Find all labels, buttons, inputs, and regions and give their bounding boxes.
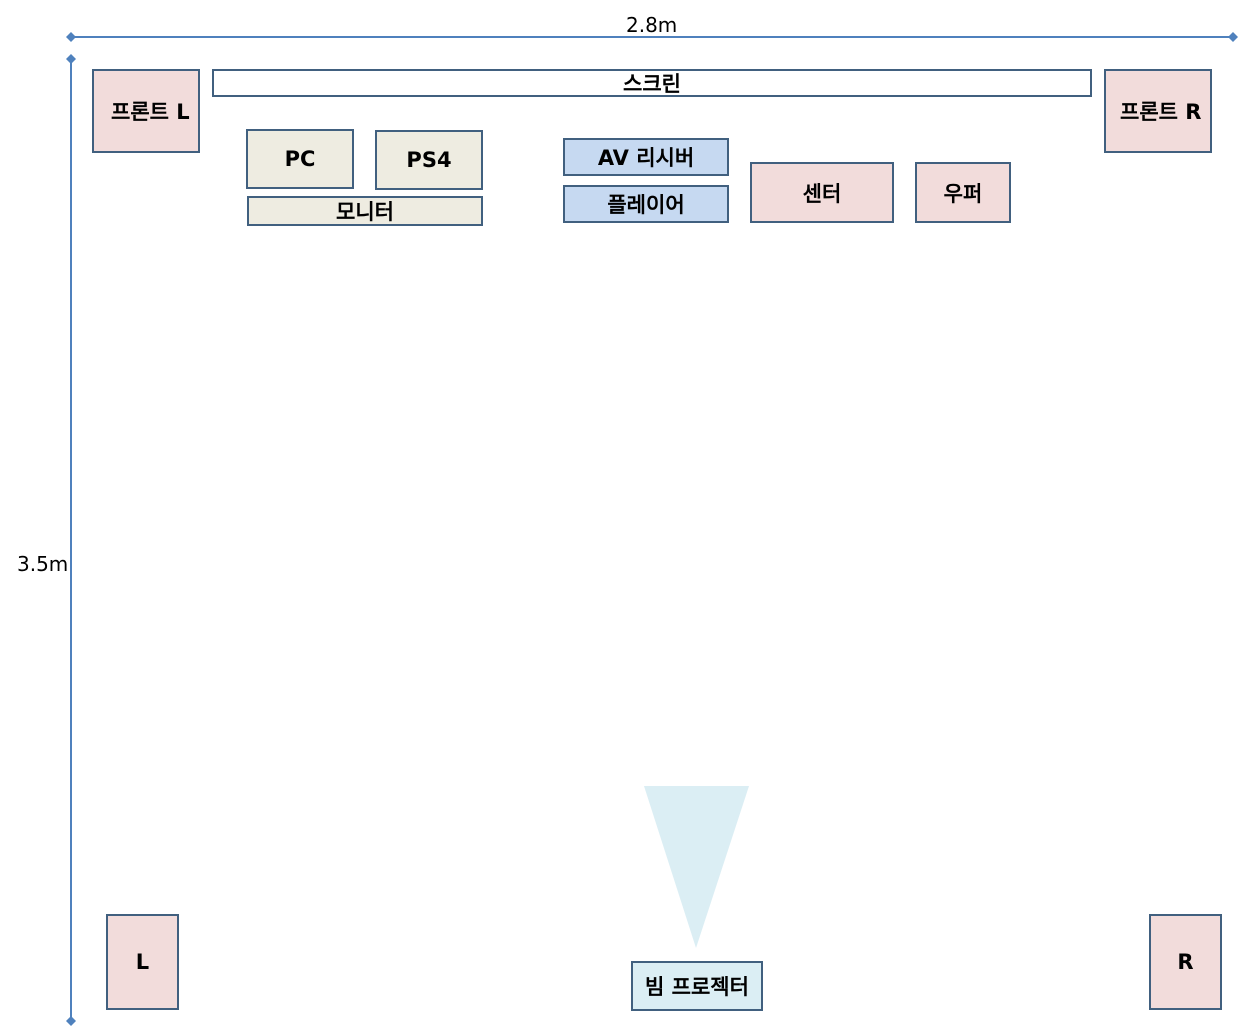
av-receiver-box: AV 리시버 [563, 138, 729, 176]
depth-bottom-diamond [66, 1016, 76, 1026]
rear-right-speaker: R [1149, 914, 1222, 1010]
screen: 스크린 [212, 69, 1092, 97]
depth-label: 3.5m [17, 552, 69, 576]
beam-projector: 빔 프로젝터 [631, 961, 763, 1011]
depth-top-diamond [66, 54, 76, 64]
front-right-speaker: 프론트 R [1104, 69, 1212, 153]
player-box: 플레이어 [563, 185, 729, 223]
width-label: 2.8m [626, 13, 678, 37]
rear-left-speaker: L [106, 914, 179, 1010]
width-left-diamond [66, 32, 76, 42]
ps4-box: PS4 [375, 130, 483, 190]
monitor-box: 모니터 [247, 196, 483, 226]
pc-box: PC [246, 129, 354, 189]
width-right-diamond [1228, 32, 1238, 42]
projector-beam [644, 786, 749, 948]
center-speaker: 센터 [750, 162, 894, 223]
subwoofer: 우퍼 [915, 162, 1011, 223]
front-left-speaker: 프론트 L [92, 69, 200, 153]
